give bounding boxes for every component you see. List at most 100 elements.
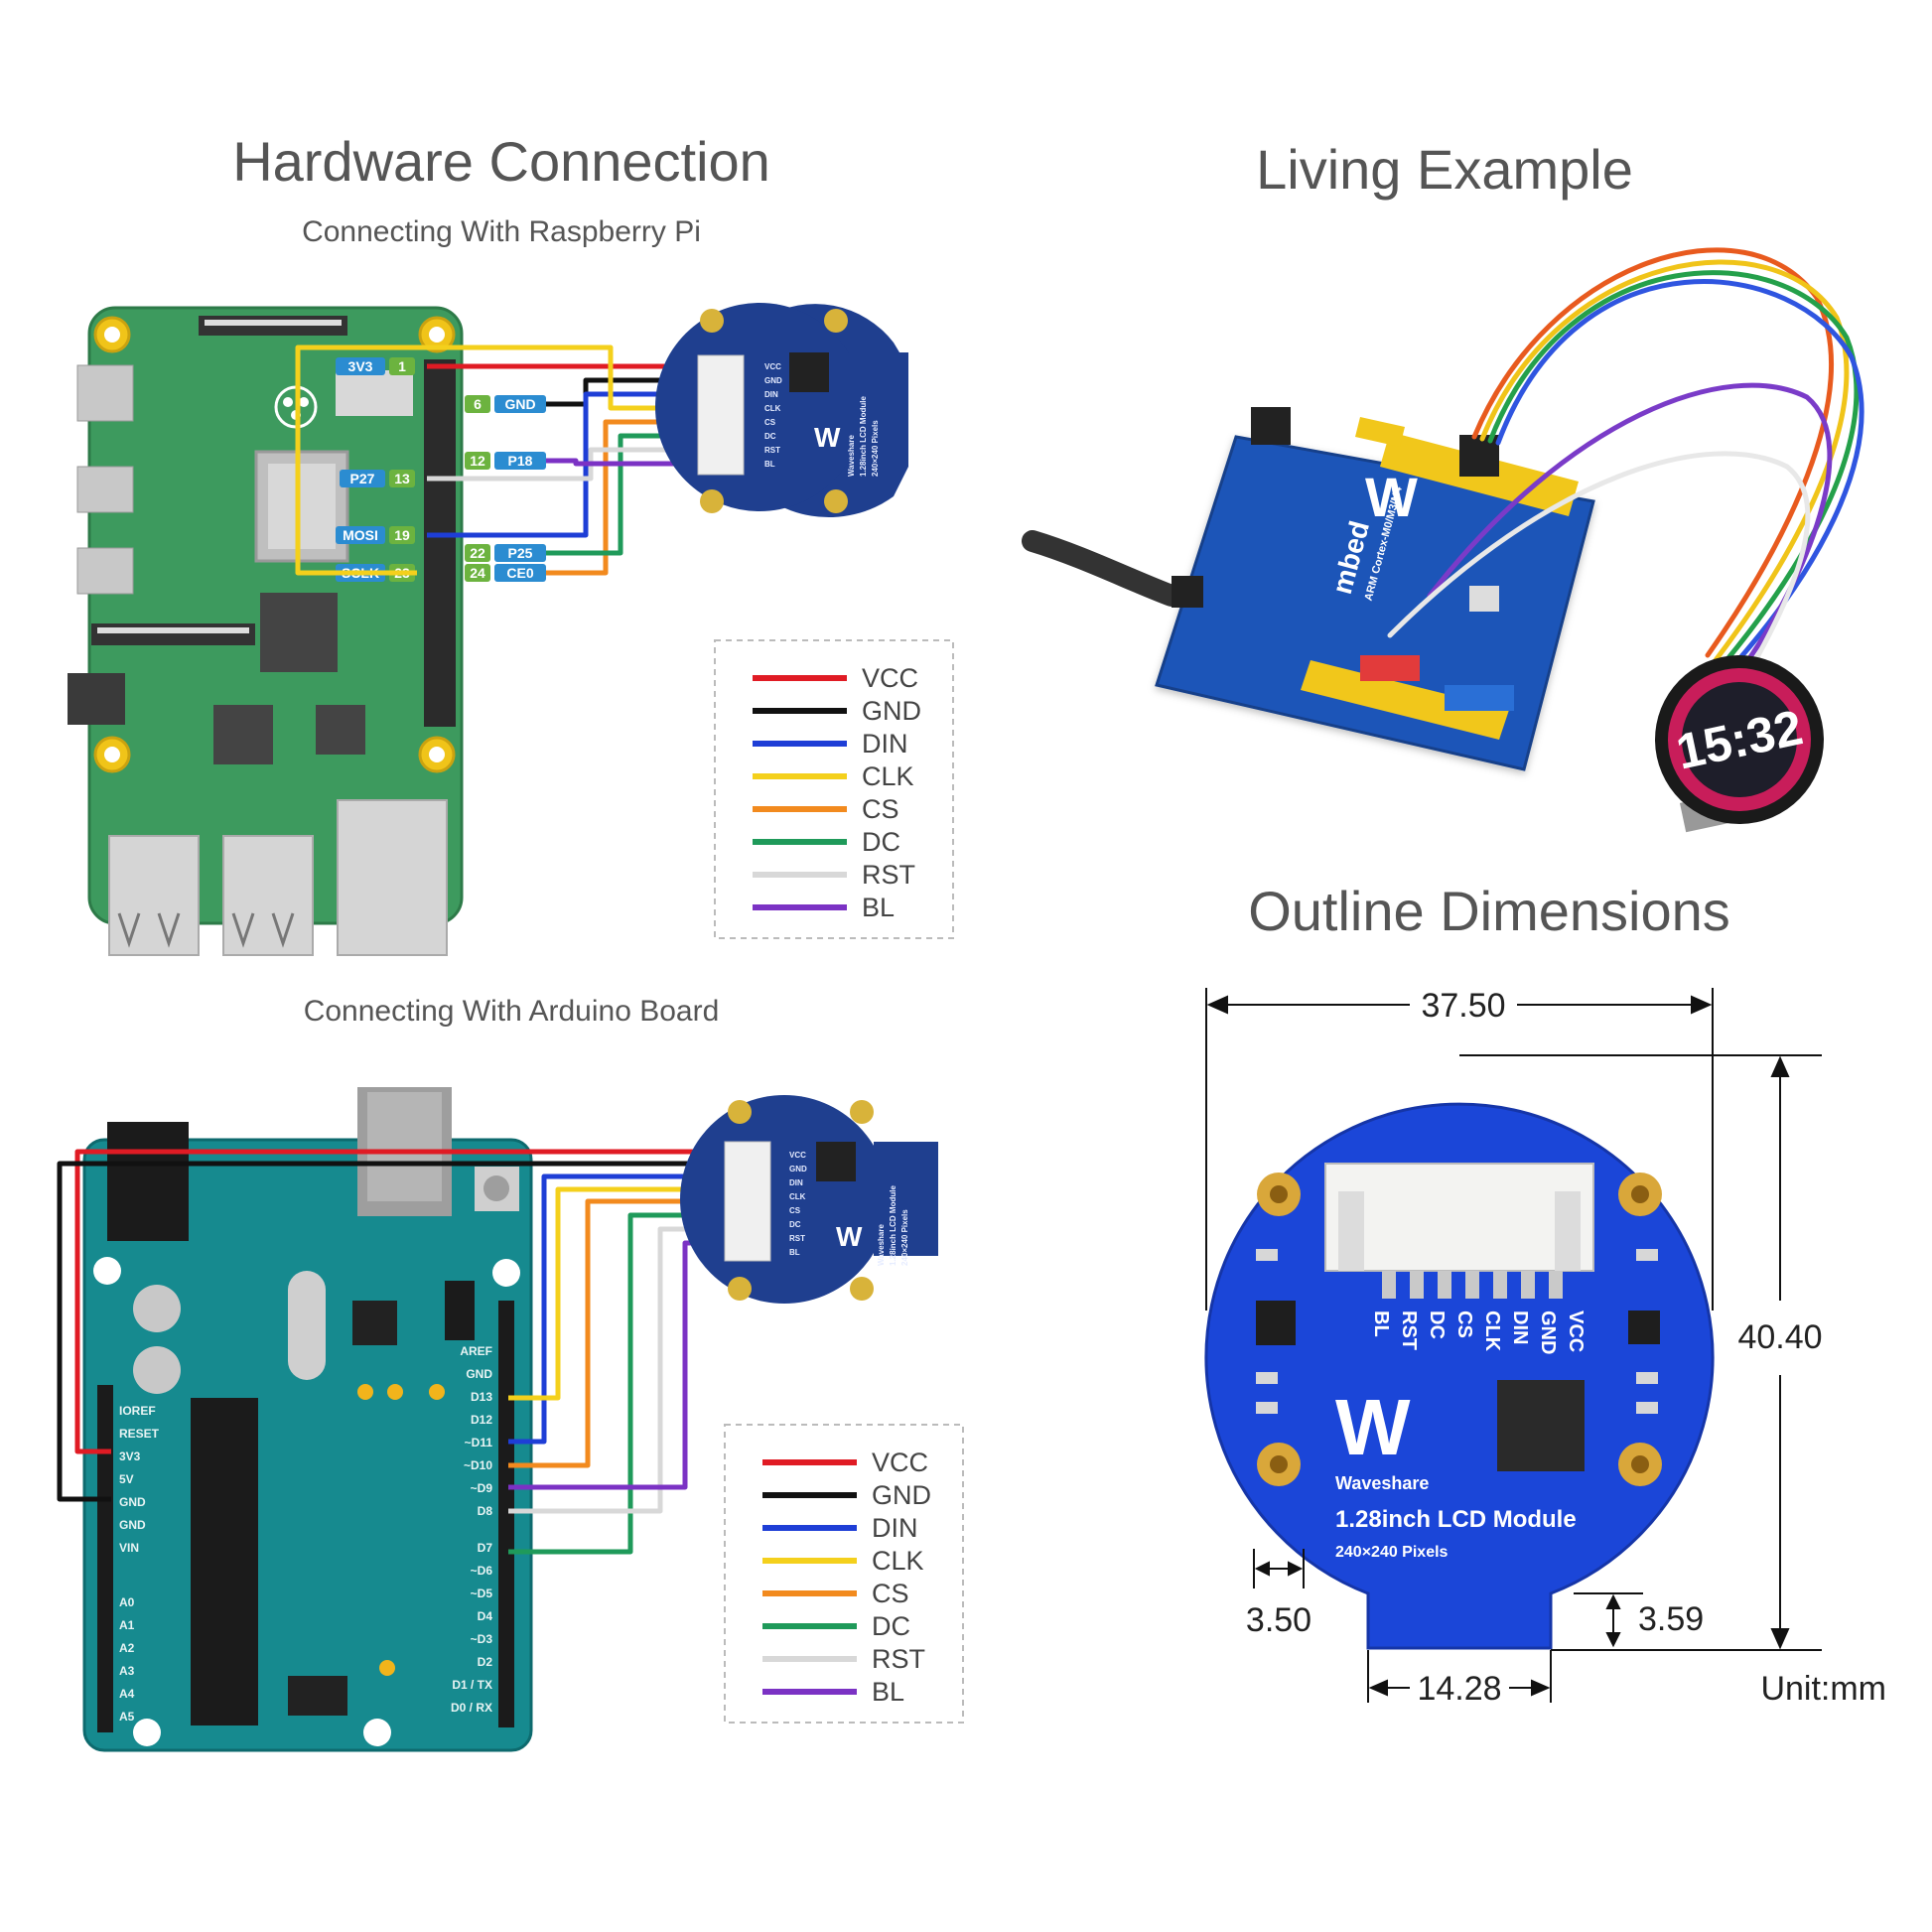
pi-module-pin-gnd: GND bbox=[764, 376, 782, 385]
outline-dimensions-title: Outline Dimensions bbox=[1248, 880, 1730, 942]
arduino-module-pixels: 240×240 Pixels bbox=[900, 1209, 909, 1266]
arduino-pin-right-15: D0 / RX bbox=[451, 1701, 492, 1715]
arduino-pin-right-3: D12 bbox=[471, 1413, 492, 1427]
pi-pin-1-num: 1 bbox=[398, 358, 406, 374]
living-example-title: Living Example bbox=[1256, 138, 1633, 201]
arduino-module-pin-gnd: GND bbox=[789, 1165, 807, 1173]
legend-label-gnd: GND bbox=[862, 696, 921, 726]
pi-pin-gnd-name: GND bbox=[504, 396, 535, 412]
arduino-pin-right-2: D13 bbox=[471, 1390, 492, 1404]
arduino-board bbox=[82, 1087, 533, 1752]
pi-pin-p18-name: P18 bbox=[508, 453, 533, 469]
arduino-module-pin-dc: DC bbox=[789, 1220, 801, 1229]
pcb-pin-bl: BL bbox=[1370, 1311, 1392, 1337]
arduino-pin-right-14: D1 / TX bbox=[452, 1678, 492, 1692]
pcb-pin-vcc: VCC bbox=[1565, 1311, 1587, 1352]
arduino-module-pin-rst: RST bbox=[789, 1234, 805, 1243]
arduino-pin-left-11: A4 bbox=[119, 1687, 135, 1701]
legend-label-gnd: GND bbox=[872, 1480, 931, 1510]
pcb-pin-din: DIN bbox=[1509, 1311, 1531, 1344]
pi-pin-12-num: 12 bbox=[470, 453, 485, 469]
arduino-pin-left-8: A1 bbox=[119, 1618, 135, 1632]
arduino-pin-left-2: 3V3 bbox=[119, 1449, 141, 1463]
legend-label-din: DIN bbox=[862, 729, 908, 759]
legend-label-din: DIN bbox=[872, 1513, 918, 1543]
arduino-pin-right-0: AREF bbox=[460, 1344, 492, 1358]
pi-module-name: 1.28inch LCD Module bbox=[859, 396, 868, 477]
pcb-brand: Waveshare bbox=[1335, 1473, 1429, 1493]
arduino-pin-right-13: D2 bbox=[478, 1655, 493, 1669]
pcb-product-name: 1.28inch LCD Module bbox=[1335, 1506, 1577, 1533]
legend-label-clk: CLK bbox=[862, 761, 914, 791]
arduino-pin-right-11: D4 bbox=[478, 1609, 493, 1623]
legend-label-dc: DC bbox=[872, 1611, 910, 1641]
arduino-right-pin-labels: AREFGNDD13D12~D11~D10~D9D8D7~D6~D5D4~D3D… bbox=[451, 1344, 492, 1715]
arduino-pin-left-10: A3 bbox=[119, 1664, 135, 1678]
legend-label-rst: RST bbox=[862, 860, 915, 890]
arduino-pin-left-4: GND bbox=[119, 1495, 146, 1509]
arduino-module-logo: W bbox=[836, 1221, 863, 1252]
pi-pin-22-num: 22 bbox=[470, 545, 485, 561]
pcb-pixels: 240×240 Pixels bbox=[1335, 1544, 1449, 1561]
pi-module-pixels: 240×240 Pixels bbox=[871, 420, 880, 477]
arduino-module-name: 1.28inch LCD Module bbox=[889, 1185, 897, 1266]
pi-module-logo: W bbox=[814, 422, 841, 453]
dim-tab-width-value: 14.28 bbox=[1417, 1670, 1501, 1708]
pi-module-pin-vcc: VCC bbox=[764, 362, 781, 371]
dim-hole-value: 3.50 bbox=[1246, 1601, 1311, 1639]
round-display: 15:32 bbox=[1655, 655, 1824, 833]
dim-height-value: 40.40 bbox=[1737, 1318, 1822, 1356]
pi-pin-labels: 3V3 1 6 GND 12 P18 P27 13 MOSI 19 22 P25… bbox=[336, 357, 546, 582]
pi-module-pin-rst: RST bbox=[764, 446, 780, 455]
arduino-pin-left-5: GND bbox=[119, 1518, 146, 1532]
raspberry-pi-board bbox=[68, 306, 464, 956]
pcb-pin-dc: DC bbox=[1426, 1311, 1448, 1339]
arduino-pin-left-9: A2 bbox=[119, 1641, 135, 1655]
pcb-pin-cs: CS bbox=[1453, 1311, 1475, 1338]
pcb-pin-clk: CLK bbox=[1481, 1311, 1503, 1352]
legend-label-bl: BL bbox=[862, 893, 895, 922]
arduino-pin-right-5: ~D10 bbox=[464, 1458, 492, 1472]
pi-pin-3v3-name: 3V3 bbox=[348, 358, 373, 374]
arduino-pin-right-7: D8 bbox=[478, 1504, 493, 1518]
arduino-pin-left-1: RESET bbox=[119, 1427, 160, 1441]
pi-pin-p27-name: P27 bbox=[350, 471, 375, 486]
arduino-pin-right-8: D7 bbox=[478, 1541, 493, 1555]
legend-label-vcc: VCC bbox=[862, 663, 918, 693]
pcb-logo: W bbox=[1335, 1383, 1411, 1471]
mbed-board-logo: W bbox=[1365, 466, 1418, 528]
arduino-lcd-module: VCC GND DIN CLK CS DC RST BL W Waveshare… bbox=[680, 1095, 938, 1304]
pi-module-pin-din: DIN bbox=[764, 390, 778, 399]
dim-unit: Unit:mm bbox=[1760, 1670, 1886, 1708]
legend-label-cs: CS bbox=[872, 1579, 909, 1608]
arduino-pin-left-3: 5V bbox=[119, 1472, 134, 1486]
legend-label-bl: BL bbox=[872, 1677, 904, 1707]
arduino-module-pin-bl: BL bbox=[789, 1248, 800, 1257]
pi-pin-19-num: 19 bbox=[394, 527, 410, 543]
arduino-pin-right-4: ~D11 bbox=[465, 1436, 493, 1449]
living-example-photo: W mbed ARM Cortex-M0/M3/M4 15:32 bbox=[1022, 247, 1864, 833]
pi-module-pin-clk: CLK bbox=[764, 404, 781, 413]
legend-label-vcc: VCC bbox=[872, 1448, 928, 1477]
arduino-pin-right-6: ~D9 bbox=[471, 1481, 493, 1495]
pcb-pin-rst: RST bbox=[1398, 1311, 1420, 1350]
legend-label-clk: CLK bbox=[872, 1546, 924, 1576]
pcb-pin-gnd: GND bbox=[1537, 1311, 1559, 1354]
pi-pin-p25-name: P25 bbox=[508, 545, 533, 561]
pi-module-pin-bl: BL bbox=[764, 460, 775, 469]
arduino-module-pin-din: DIN bbox=[789, 1178, 803, 1187]
legend-label-cs: CS bbox=[862, 794, 899, 824]
pi-module-brand: Waveshare bbox=[847, 435, 856, 478]
pi-module-pin-cs: CS bbox=[764, 418, 776, 427]
arduino-module-pin-vcc: VCC bbox=[789, 1151, 806, 1160]
arduino-pin-right-10: ~D5 bbox=[471, 1587, 493, 1600]
pi-pin-mosi-name: MOSI bbox=[343, 527, 378, 543]
arduino-module-pin-cs: CS bbox=[789, 1206, 801, 1215]
arduino-subtitle: Connecting With Arduino Board bbox=[304, 995, 720, 1028]
